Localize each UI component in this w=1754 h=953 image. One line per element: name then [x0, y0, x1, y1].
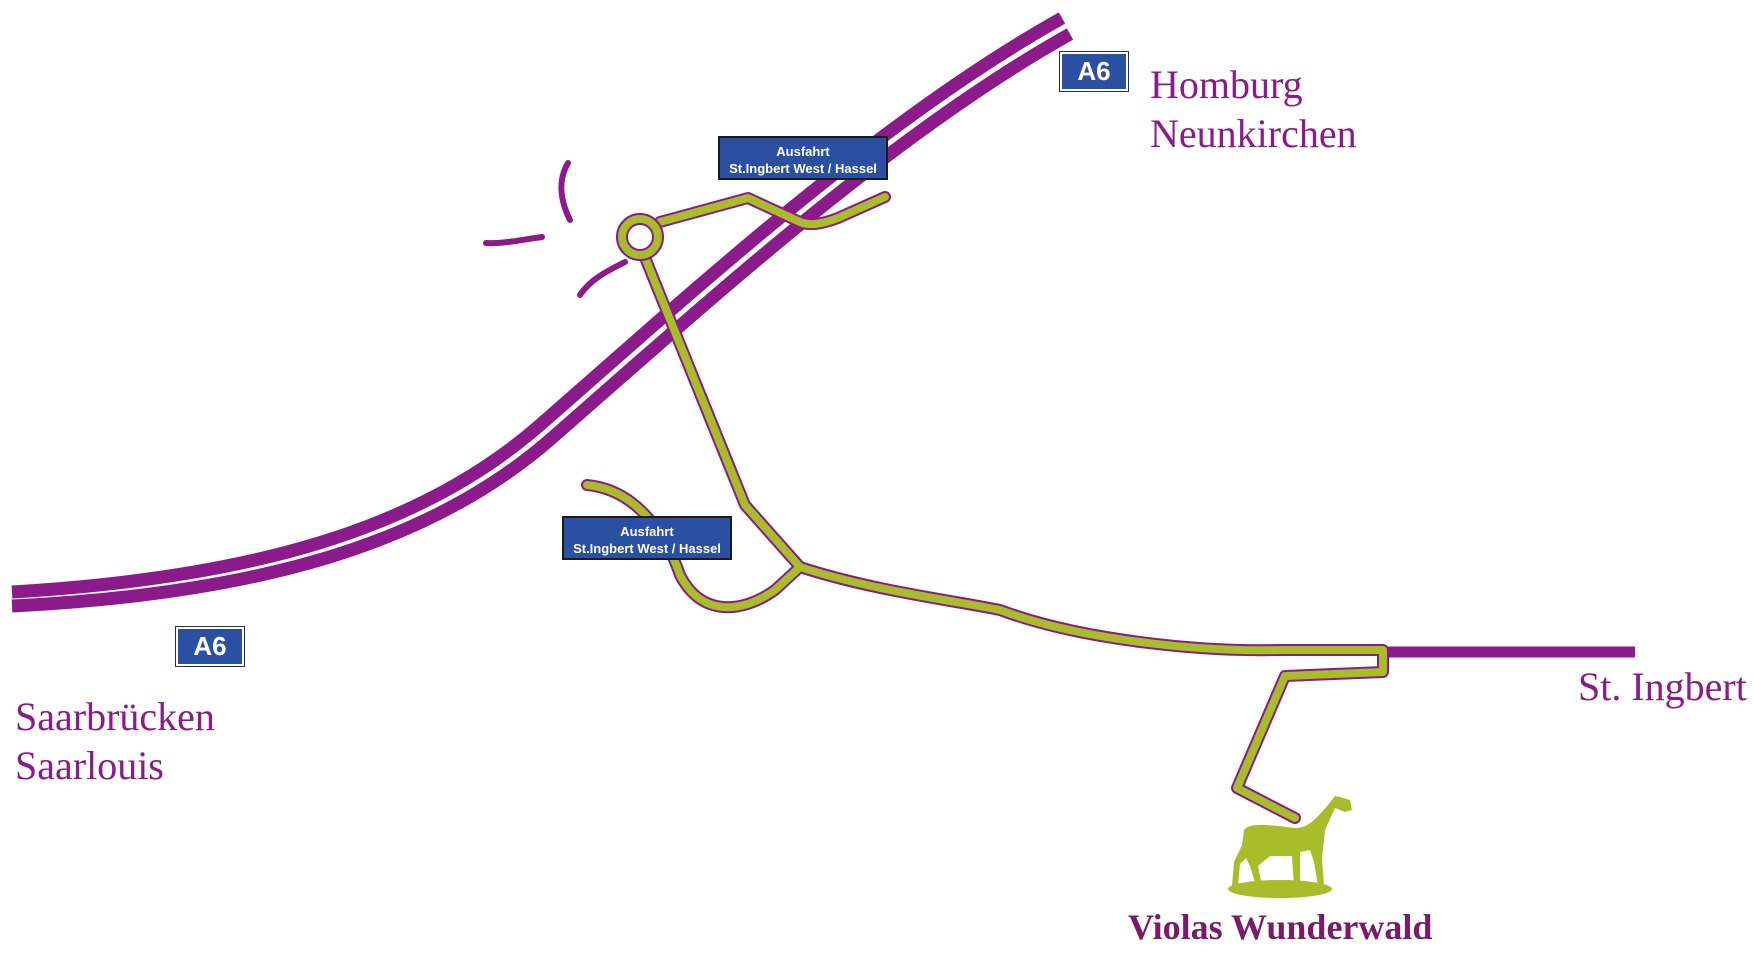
road-southwest-stub	[577, 259, 628, 298]
place-label-west: Saarbrücken Saarlouis	[15, 692, 215, 790]
exit-sign-north: Ausfahrt St.Ingbert West / Hassel	[718, 136, 888, 180]
a6-lane-lower	[11, 28, 1074, 613]
route-segment-roundabout-south	[642, 256, 804, 571]
horse-base	[1228, 880, 1332, 898]
exit-sign-south: Ausfahrt St.Ingbert West / Hassel	[562, 516, 732, 560]
road-north-stub	[558, 160, 573, 223]
exit-sign-south-line2: St.Ingbert West / Hassel	[573, 541, 721, 556]
destination-label: Violas Wunderwald	[1128, 907, 1433, 947]
a6-shield-northeast: A6	[1059, 51, 1129, 92]
road-west-stub	[483, 234, 545, 247]
route-segment-to-destination	[796, 563, 1387, 822]
access-route	[581, 191, 1389, 824]
local-roads	[483, 160, 1635, 658]
exit-sign-north-line2: St.Ingbert West / Hassel	[729, 161, 877, 176]
exit-sign-north-line1: Ausfahrt	[776, 144, 830, 159]
exit-sign-south-line1: Ausfahrt	[620, 524, 674, 539]
horse-icon	[1228, 796, 1352, 898]
place-saarlouis: Saarlouis	[15, 743, 164, 788]
route-segment-north-exit	[656, 193, 889, 229]
place-saarbruecken: Saarbrücken	[15, 694, 215, 739]
a6-motorway	[11, 12, 1074, 613]
a6-lane-upper	[11, 12, 1066, 599]
place-homburg: Homburg	[1150, 62, 1303, 107]
horse-silhouette	[1232, 796, 1352, 886]
route-segment-south-exit	[583, 481, 804, 612]
place-neunkirchen: Neunkirchen	[1150, 111, 1357, 156]
place-label-east: St. Ingbert	[1578, 662, 1747, 711]
place-st-ingbert: St. Ingbert	[1578, 664, 1747, 709]
place-label-northeast: Homburg Neunkirchen	[1150, 60, 1357, 158]
a6-shield-southwest: A6	[175, 626, 245, 667]
